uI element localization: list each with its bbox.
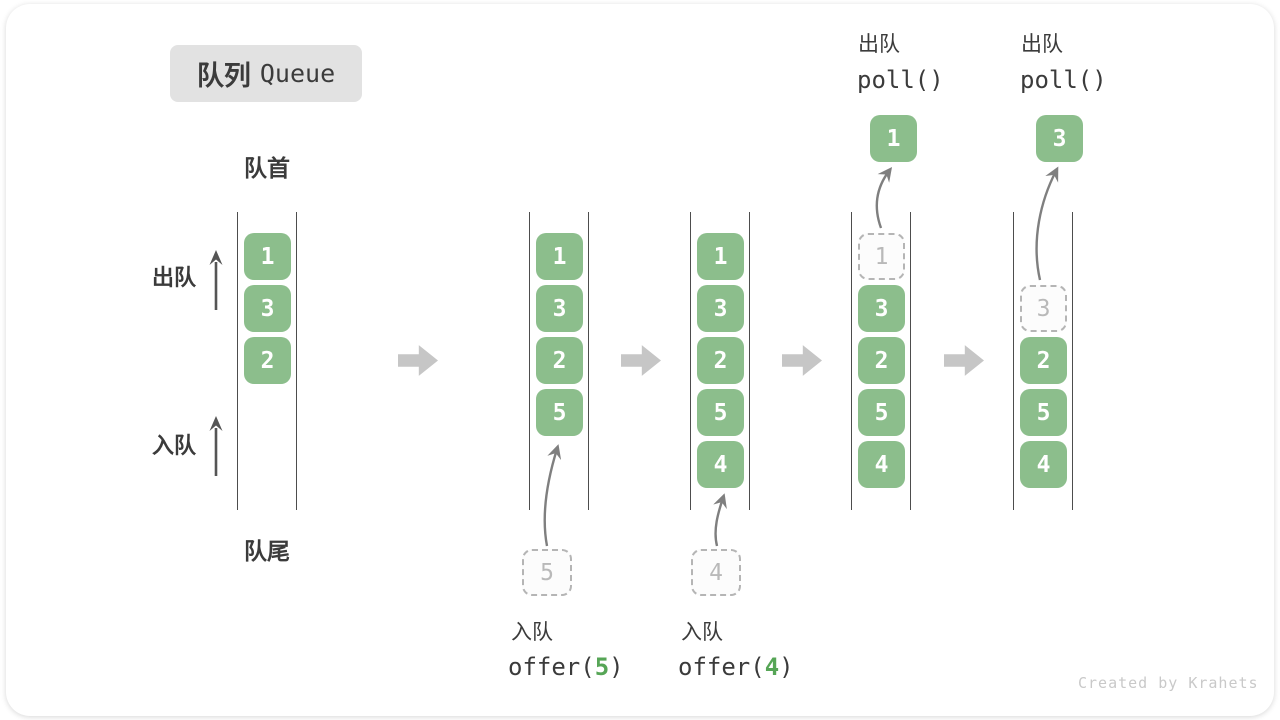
code-pre: offer(: [508, 653, 595, 681]
queue-rear-label: 队尾: [244, 538, 290, 564]
title-badge: 队列 Queue: [170, 45, 362, 102]
enqueue-label: 入队: [152, 433, 197, 458]
queue-element: 2: [536, 337, 583, 384]
queue-element: 2: [1020, 337, 1067, 384]
code-arg: 5: [594, 653, 610, 681]
up-arrow-icon: [209, 250, 223, 310]
queue-element: 5: [858, 389, 905, 436]
poll-op-code: poll(): [857, 66, 944, 94]
incoming-element: 5: [522, 549, 572, 596]
enqueue-op-code: offer(5): [508, 653, 624, 682]
code-arg: 4: [764, 653, 780, 681]
up-arrow-icon: [209, 416, 223, 476]
dequeue-label: 出队: [152, 265, 197, 290]
queue-element: 5: [697, 389, 744, 436]
queue-element: 4: [1020, 441, 1067, 488]
queue-container-5: [1013, 212, 1073, 510]
enqueue-op-code: offer(4): [678, 653, 794, 682]
code-post: ): [779, 653, 794, 681]
incoming-element: 4: [691, 549, 741, 596]
queue-element: 4: [858, 441, 905, 488]
queue-element: 1: [244, 233, 291, 280]
queue-element: 4: [697, 441, 744, 488]
queue-element: 3: [697, 285, 744, 332]
polled-element: 1: [870, 115, 917, 162]
queue-element: 5: [536, 389, 583, 436]
queue-front-label: 队首: [244, 155, 290, 181]
queue-container-3: [690, 212, 750, 510]
queue-element: 3: [536, 285, 583, 332]
polled-element: 3: [1036, 115, 1083, 162]
poll-op-label: 出队: [1021, 33, 1063, 56]
removed-element-slot: 3: [1020, 285, 1067, 332]
poll-op-code: poll(): [1020, 66, 1107, 94]
queue-element: 3: [244, 285, 291, 332]
queue-element: 1: [697, 233, 744, 280]
queue-container-4: [851, 212, 911, 510]
title-en: Queue: [259, 59, 336, 88]
queue-container-2: [529, 212, 589, 510]
watermark: Created by Krahets: [1078, 674, 1259, 692]
queue-element: 2: [244, 337, 291, 384]
enqueue-op-label: 入队: [511, 621, 553, 644]
poll-op-label: 出队: [858, 33, 900, 56]
queue-container-1: [237, 212, 297, 510]
queue-element: 2: [697, 337, 744, 384]
code-pre: offer(: [678, 653, 765, 681]
queue-element: 5: [1020, 389, 1067, 436]
enqueue-op-label: 入队: [681, 621, 723, 644]
queue-element: 1: [536, 233, 583, 280]
queue-element: 3: [858, 285, 905, 332]
removed-element-slot: 1: [858, 233, 905, 280]
title-zh: 队列: [196, 61, 251, 91]
code-post: ): [609, 653, 624, 681]
queue-element: 2: [858, 337, 905, 384]
